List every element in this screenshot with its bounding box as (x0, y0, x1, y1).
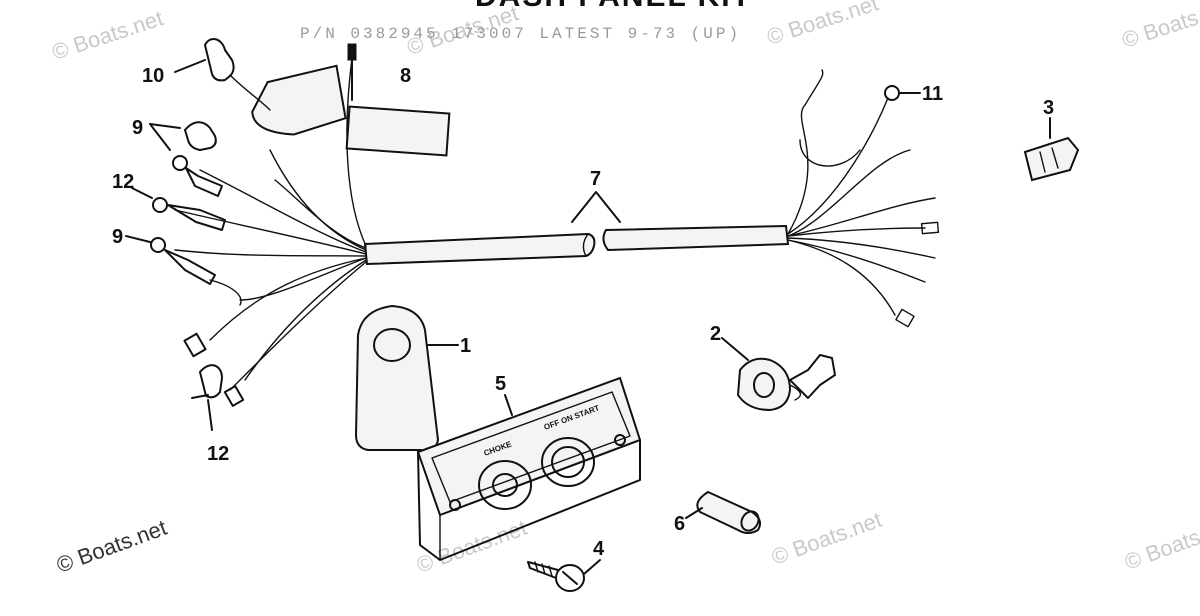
bullet-connectors (183, 332, 245, 431)
part-5-dash-panel: CHOKE OFF ON START (416, 376, 642, 561)
watermark: © Boats.net (768, 507, 885, 570)
harness-sheath-left (363, 232, 596, 266)
part-10-boot (174, 38, 347, 136)
choke-hole (478, 460, 532, 510)
ring-terminal (884, 85, 900, 101)
part-9-terminals (149, 121, 223, 197)
watermark: © Boats.net (413, 515, 530, 578)
callout-9-upper: 9 (132, 117, 143, 139)
part-1-bracket (354, 304, 459, 452)
callout-8: 8 (400, 65, 411, 87)
watermark: © Boats.net (1119, 0, 1200, 53)
ignition-hole (541, 437, 595, 487)
leader-7 (571, 191, 621, 223)
part-8-tape (345, 43, 451, 157)
part-4-screw (527, 559, 601, 592)
callout-12-lower: 12 (207, 443, 229, 465)
callout-11: 11 (922, 83, 943, 105)
callout-12-upper: 12 (112, 171, 134, 193)
callouts: 1 2 3 4 5 6 7 8 9 9 10 11 12 12 (112, 65, 1054, 560)
wiring-harness (174, 57, 940, 391)
callout-5: 5 (495, 373, 506, 395)
terminal (920, 221, 940, 235)
part-12-terminal-upper (131, 187, 226, 231)
watermark: © Boats.net (1121, 512, 1200, 575)
tape (345, 105, 451, 157)
part-2-grommet (721, 337, 836, 412)
part-9-terminal-lower (125, 235, 242, 306)
callout-1: 1 (460, 335, 471, 357)
callout-9-lower: 9 (112, 226, 123, 248)
part-3-clip (1023, 117, 1080, 182)
callout-2: 2 (710, 323, 721, 345)
diagram-subheading: P/N 0382945 173007 LATEST 9-73 (UP) (300, 25, 741, 43)
callout-4: 4 (593, 538, 605, 560)
watermark: © Boats.net (53, 515, 170, 578)
terminal (895, 308, 915, 328)
watermarks: © Boats.net © Boats.net © Boats.net © Bo… (49, 0, 1200, 578)
callout-6: 6 (674, 513, 685, 535)
watermark: © Boats.net (764, 0, 881, 50)
callout-10: 10 (142, 65, 164, 87)
connector-10 (204, 38, 235, 82)
part-6-sleeve (685, 490, 761, 534)
diagram-heading: DASH PANEL KIT (475, 0, 752, 13)
harness-sheath-right (602, 224, 790, 252)
callout-3: 3 (1043, 97, 1054, 119)
watermark: © Boats.net (49, 5, 166, 64)
callout-7: 7 (590, 168, 601, 190)
